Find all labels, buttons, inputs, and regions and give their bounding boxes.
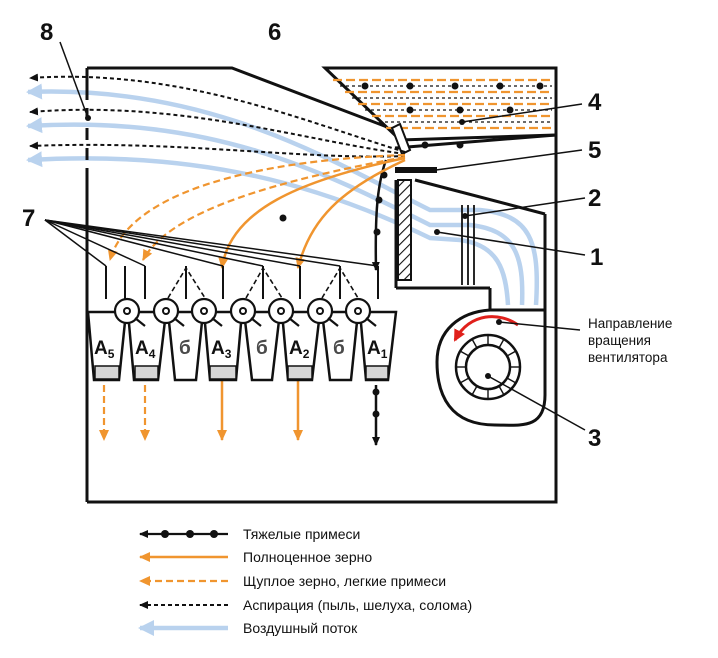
airflow-lines [26,83,539,306]
label-3: 3 [588,425,601,452]
svg-text:А5: А5 [94,338,115,361]
bins [86,310,398,382]
grille [461,205,475,285]
mesh-screen [397,179,412,281]
airflow-line [26,83,539,306]
svg-text:Полноценное зерно: Полноценное зерно [243,549,372,565]
legend: Тяжелые примеси Полноценное зерно Щуплое… [138,526,472,636]
svg-text:б: б [179,338,191,359]
legend-item-full-grain: Полноценное зерно [139,549,372,565]
bin-a5 [86,310,128,382]
legend-item-light-grain: Щуплое зерно, легкие примеси [139,573,446,589]
partition-knives [105,266,379,299]
heavy-impurities-dots [372,171,388,418]
rotation-arrow [453,315,519,342]
air-duct [394,178,547,310]
svg-text:Аспирация (пыль, шелуха, солом: Аспирация (пыль, шелуха, солома) [243,597,472,613]
svg-text:б: б [333,338,345,359]
airflow-line [26,151,511,306]
label-8: 8 [40,19,53,46]
svg-text:А2: А2 [289,338,310,361]
leader-lines [44,41,586,431]
chamber-marker [279,214,287,222]
sediment [94,365,389,380]
feed-plate [395,167,437,173]
label-6: 6 [268,19,281,46]
housing-right-and-bottom [87,68,558,504]
bin-a3 [202,310,244,382]
label-7: 7 [22,205,35,232]
feed-gate [390,122,412,156]
svg-text:А4: А4 [135,338,156,361]
fan [435,308,547,427]
label-4: 4 [588,89,602,116]
svg-text:б: б [256,338,268,359]
auger-row [86,266,398,382]
aspiration-lines [29,73,406,158]
full-grain-paths [217,156,406,441]
label-2: 2 [588,185,601,212]
fan-blades [456,335,520,399]
hopper [321,66,558,150]
fan-rotation-note: Направление вращения вентилятора [588,316,676,365]
svg-text:Щуплое зерно, легкие примеси: Щуплое зерно, легкие примеси [243,573,446,589]
label-1: 1 [590,244,603,271]
housing-top [87,66,396,132]
svg-text:Воздушный поток: Воздушный поток [243,620,358,636]
legend-item-aspiration: Аспирация (пыль, шелуха, солома) [139,597,472,613]
light-grain-paths [99,153,406,441]
svg-text:А3: А3 [211,338,232,361]
svg-text:А1: А1 [367,338,388,361]
label-5: 5 [588,137,601,164]
legend-item-airflow: Воздушный поток [138,620,358,636]
bin-labels: А5 А4 б А3 б А2 б А1 [94,338,388,361]
hopper-bottom [394,133,557,150]
svg-text:Тяжелые примеси: Тяжелые примеси [243,526,360,542]
legend-item-heavy: Тяжелые примеси [139,526,360,542]
bin-a1 [358,310,398,382]
airflow-line [26,117,525,306]
